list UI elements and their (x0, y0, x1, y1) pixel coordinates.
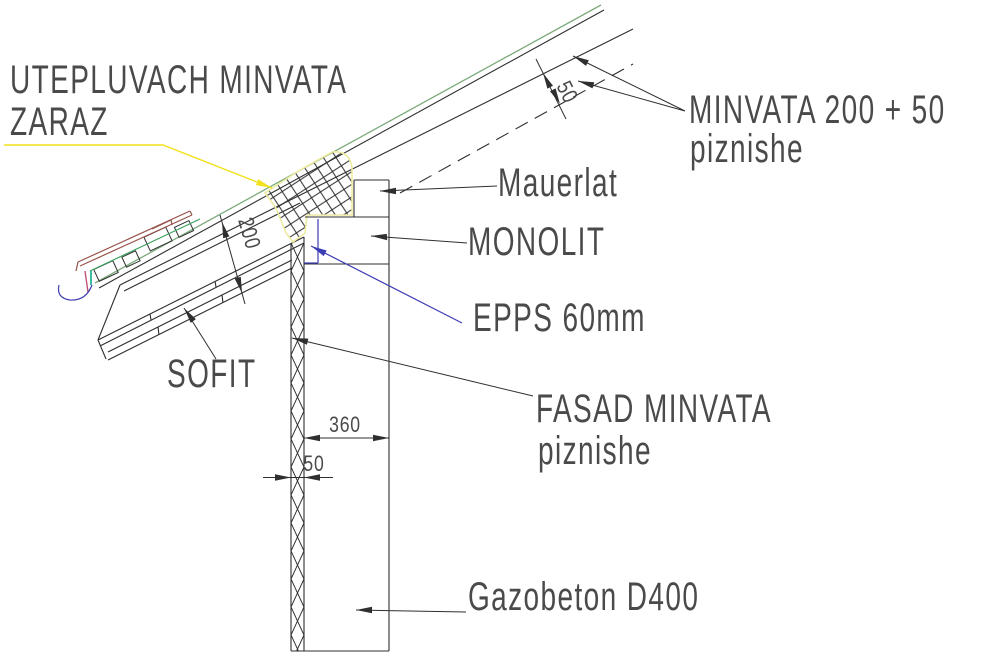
eave-rafter-assembly (57, 202, 305, 361)
fasad-hatch-strip (291, 243, 304, 651)
label-uteplyuvach-line1: UTEPLUVACH MINVATA (10, 58, 348, 102)
leader-lines (4, 55, 686, 614)
label-mauerlat: Mauerlat (498, 161, 619, 205)
mauerlat-leader (379, 185, 498, 192)
gazobeton-leader (355, 609, 467, 613)
dim-360-text: 360 (329, 413, 361, 437)
label-sofit: SOFIT (167, 352, 257, 396)
epps-leader (310, 245, 463, 324)
dim-200-text: 200 (233, 215, 265, 252)
wall-structure (290, 179, 390, 652)
minvata-leaders (572, 55, 686, 112)
insulation-blob (263, 150, 353, 244)
uteplyuvach-leader (4, 144, 273, 189)
fascia-tick (84, 270, 89, 293)
sheathing-line (89, 218, 201, 272)
dimension-50-fasad: 50 (263, 452, 333, 481)
fasad-leader (291, 337, 534, 397)
label-uteplyuvach-line2: ZARAZ (10, 100, 109, 144)
label-fasad-line1: FASAD MINVATA (536, 387, 773, 431)
dimension-360: 360 (304, 413, 389, 442)
label-gazobeton: Gazobeton D400 (468, 575, 700, 619)
label-minvata-roof-line1: MINVATA 200 + 50 (689, 88, 946, 132)
uteplyuvach-arrow (255, 179, 272, 188)
gutter-hook (57, 284, 93, 301)
drip-edge (75, 210, 193, 272)
label-epps: EPPS 60mm (473, 296, 646, 340)
dim-50-roof-text: 50 (551, 77, 582, 107)
label-minvata-roof-line2: piznishe (690, 127, 804, 171)
label-fasad-line2: piznishe (538, 429, 652, 473)
label-monolit: MONOLIT (468, 220, 606, 264)
dimension-50-roof: 50 (535, 58, 582, 120)
dim-50-fasad-text: 50 (303, 452, 324, 476)
epps-arrow (311, 246, 327, 257)
